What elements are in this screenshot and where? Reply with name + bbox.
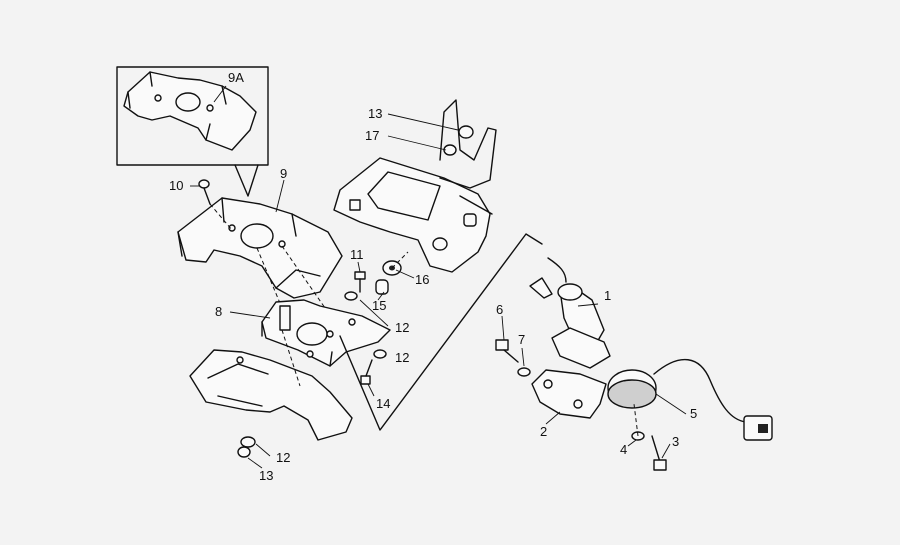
- callout-7: 7: [518, 332, 525, 347]
- callout-10: 10: [169, 178, 183, 193]
- callout-17: 17: [365, 128, 379, 143]
- part-upper-mount: [333, 99, 497, 273]
- callout-5: 5: [690, 406, 697, 421]
- assembly-boundary-line: [339, 233, 543, 431]
- callout-2: 2: [540, 424, 547, 439]
- inset-detail-9a: [116, 66, 269, 197]
- part-1-ignition-switch: [529, 257, 611, 369]
- part-9-top-cover: [177, 197, 343, 299]
- hardware-3-4-6-7: [495, 339, 667, 471]
- callout-8: 8: [215, 304, 222, 319]
- part-5-switch-body: [607, 358, 773, 441]
- callout-12-middle: 12: [395, 350, 409, 365]
- callout-13-upper: 13: [368, 106, 382, 121]
- part-10-screw: [198, 179, 233, 231]
- callout-12-upper: 12: [395, 320, 409, 335]
- callout-14: 14: [376, 396, 390, 411]
- callout-4: 4: [620, 442, 627, 457]
- callout-9: 9: [280, 166, 287, 181]
- hardware-12-13-lower: [237, 436, 256, 458]
- callout-15: 15: [372, 298, 386, 313]
- part-8-bracket: [261, 299, 391, 367]
- part-2-bracket: [531, 369, 607, 419]
- part-bottom-cover: [189, 329, 353, 441]
- callout-13-lower: 13: [259, 468, 273, 483]
- callout-1: 1: [604, 288, 611, 303]
- callout-9a: 9A: [228, 70, 244, 85]
- callout-11: 11: [350, 247, 364, 262]
- callout-16: 16: [415, 272, 429, 287]
- callout-3: 3: [672, 434, 679, 449]
- callout-6: 6: [496, 302, 503, 317]
- callout-12-lower: 12: [276, 450, 290, 465]
- callout-leader-lines: [190, 85, 687, 469]
